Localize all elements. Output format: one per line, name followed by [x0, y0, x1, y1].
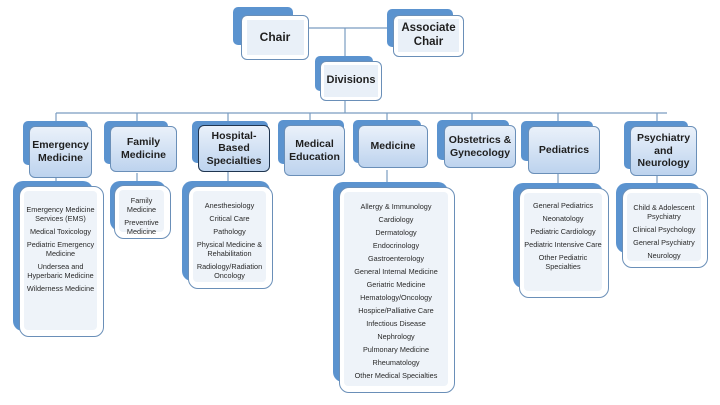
- list-item: Rheumatology: [372, 358, 420, 367]
- list-item: Dermatology: [375, 228, 417, 237]
- list-item: Endocrinology: [372, 241, 420, 250]
- list-item: Hematology/Oncology: [360, 293, 432, 302]
- list-item: Neonatology: [542, 214, 584, 223]
- chair-label: Chair: [259, 30, 291, 45]
- division-label: Psychiatry and Neurology: [636, 132, 691, 170]
- list-item: Medical Toxicology: [29, 227, 92, 236]
- list-item: Pediatric Cardiology: [530, 227, 596, 236]
- associate-chair-label: Associate Chair: [401, 22, 456, 48]
- division-label: Medical Education: [289, 137, 340, 163]
- list-item: Pulmonary Medicine: [362, 345, 430, 354]
- list-item: Radiology/Radiation Oncology: [196, 262, 263, 280]
- list-item: Other Pediatric Specialties: [538, 253, 588, 271]
- division-label: Obstetrics & Gynecology: [448, 133, 512, 159]
- divisions-label: Divisions: [326, 74, 376, 87]
- list-item: Pediatric Intensive Care: [524, 240, 602, 249]
- list-item: Other Medical Specialties: [354, 371, 438, 380]
- list-item: Geriatric Medicine: [366, 280, 426, 289]
- list-item: Allergy & Immunology: [360, 202, 432, 211]
- list-item: Clinical Psychology: [632, 225, 696, 234]
- division-label: Family Medicine: [121, 136, 166, 161]
- list-item: General Psychiatry: [633, 238, 695, 247]
- list-item: Hospice/Palliative Care: [358, 306, 434, 315]
- division-label: Emergency Medicine: [32, 139, 89, 164]
- division-label: Hospital-Based Specialties: [206, 129, 262, 167]
- list-item: Anesthesiology: [204, 201, 255, 210]
- list-item: Critical Care: [209, 214, 250, 223]
- list-item: Family Medicine: [126, 196, 157, 214]
- list-item: Wilderness Medicine: [26, 284, 95, 293]
- list-item: Preventive Medicine: [124, 218, 159, 236]
- list-item: Pediatric Emergency Medicine: [26, 240, 95, 258]
- list-item: Infectious Disease: [366, 319, 426, 328]
- list-item: Pathology: [213, 227, 246, 236]
- list-item: General Internal Medicine: [354, 267, 438, 276]
- list-item: Child & Adolescent Psychiatry: [633, 203, 695, 221]
- list-item: Emergency Medicine Services (EMS): [26, 205, 95, 223]
- list-item: General Pediatrics: [532, 201, 594, 210]
- division-label: Pediatrics: [538, 143, 590, 156]
- list-item: Neurology: [647, 251, 681, 260]
- list-item: Cardiology: [378, 215, 414, 224]
- list-item: Physical Medicine & Rehabilitation: [196, 240, 263, 258]
- list-item: Undersea and Hyperbaric Medicine: [27, 262, 94, 280]
- division-label: Medicine: [370, 140, 416, 153]
- list-item: Nephrology: [377, 332, 415, 341]
- list-item: Gastroenterology: [368, 254, 424, 263]
